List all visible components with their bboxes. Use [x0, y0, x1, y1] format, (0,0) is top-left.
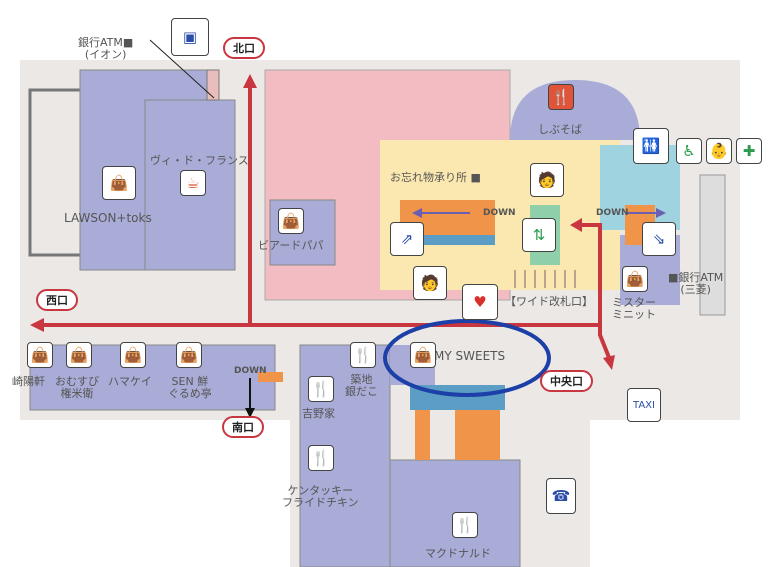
atm-aeon-line2: (イオン) [84, 48, 127, 62]
store-yoshinoya[interactable]: 吉野家 [302, 407, 335, 420]
atm-aeon-line1: 銀行ATM■ [78, 36, 134, 49]
store-kiyoken[interactable]: 崎陽軒 [12, 375, 45, 388]
shop-bag-icon: 👜 [410, 342, 436, 368]
restaurant-icon: 🍴 [452, 512, 478, 538]
store-lawson[interactable]: LAWSON+toks [64, 211, 152, 225]
down-label-south: DOWN [234, 366, 267, 376]
baby-care-icon: 👶 [706, 138, 732, 164]
wide-gate-label: 【ワイド改札口】 [505, 295, 593, 308]
store-mister-minit[interactable]: ミスター ミニット [612, 296, 656, 322]
wheelchair-icon: ♿ [676, 138, 702, 164]
store-kfc[interactable]: ケンタッキー フライドチキン [282, 484, 359, 510]
down-label-right: DOWN [596, 208, 629, 218]
highlight-circle [383, 319, 551, 397]
ticket-office-icon: 🧑 [530, 163, 564, 197]
shop-bag-icon: 👜 [176, 342, 202, 368]
atm-aeon-label: 銀行ATM■(イオン) [78, 36, 134, 62]
restaurant-icon: 🍴 [308, 445, 334, 471]
shop-bag-icon: 👜 [27, 342, 53, 368]
store-beard-papa[interactable]: ビアードパパ [258, 239, 324, 252]
ticket-machine-icon: 🧑 [413, 266, 447, 300]
escalator-icon: ⇘ [642, 222, 676, 256]
restaurant-icon: 🍴 [350, 342, 376, 368]
atm-mufg-line2: (三菱) [680, 283, 711, 297]
store-vie-de-france[interactable]: ヴィ・ド・フランス [150, 154, 249, 167]
store-shibusoba[interactable]: しぶそば [538, 123, 582, 136]
north-exit[interactable]: 北口 [223, 37, 265, 59]
shop-bag-icon: 👜 [120, 342, 146, 368]
restroom-icon: 🚻 [633, 128, 669, 164]
store-my-sweets[interactable]: MY SWEETS [434, 349, 506, 363]
store-mcdonalds[interactable]: マクドナルド [425, 547, 491, 560]
restaurant-icon: 🍴 [308, 376, 334, 402]
elevator-icon: ⇅ [522, 218, 556, 252]
shop-bag-icon: 👜 [102, 166, 136, 200]
restaurant-icon: 🍴 [548, 84, 574, 110]
down-label-left: DOWN [483, 208, 516, 218]
store-sen[interactable]: SEN 鮮 ぐるめ亭 [168, 375, 212, 401]
shop-bag-icon: 👜 [278, 208, 304, 234]
ostomate-icon: ✚ [736, 138, 762, 164]
store-tsukiji-gindaco[interactable]: 築地 銀だこ [345, 373, 378, 399]
shibusoba-block [510, 80, 640, 140]
escalator-icon: ⇗ [390, 222, 424, 256]
south-exit[interactable]: 南口 [222, 416, 264, 438]
atm-mufg-line1: ■銀行ATM [668, 271, 724, 284]
store-omusubi[interactable]: おむすび 権米衛 [55, 375, 99, 401]
atm-mufg-label: ■銀行ATM(三菱) [668, 271, 724, 297]
shop-bag-icon: 👜 [66, 342, 92, 368]
coin-locker-icon: ▣ [171, 18, 209, 56]
phone-icon: ☎ [546, 478, 576, 514]
west-exit[interactable]: 西口 [36, 289, 78, 311]
cafe-icon: ☕ [180, 170, 206, 196]
lost-and-found[interactable]: お忘れ物承り所 ■ [390, 171, 481, 184]
central-exit[interactable]: 中央口 [540, 370, 593, 392]
store-hamakei[interactable]: ハマケイ [108, 375, 152, 388]
aed-icon: ♥ [462, 284, 498, 320]
taxi-icon: TAXI [627, 388, 661, 422]
shop-bag-icon: 👜 [622, 266, 648, 292]
